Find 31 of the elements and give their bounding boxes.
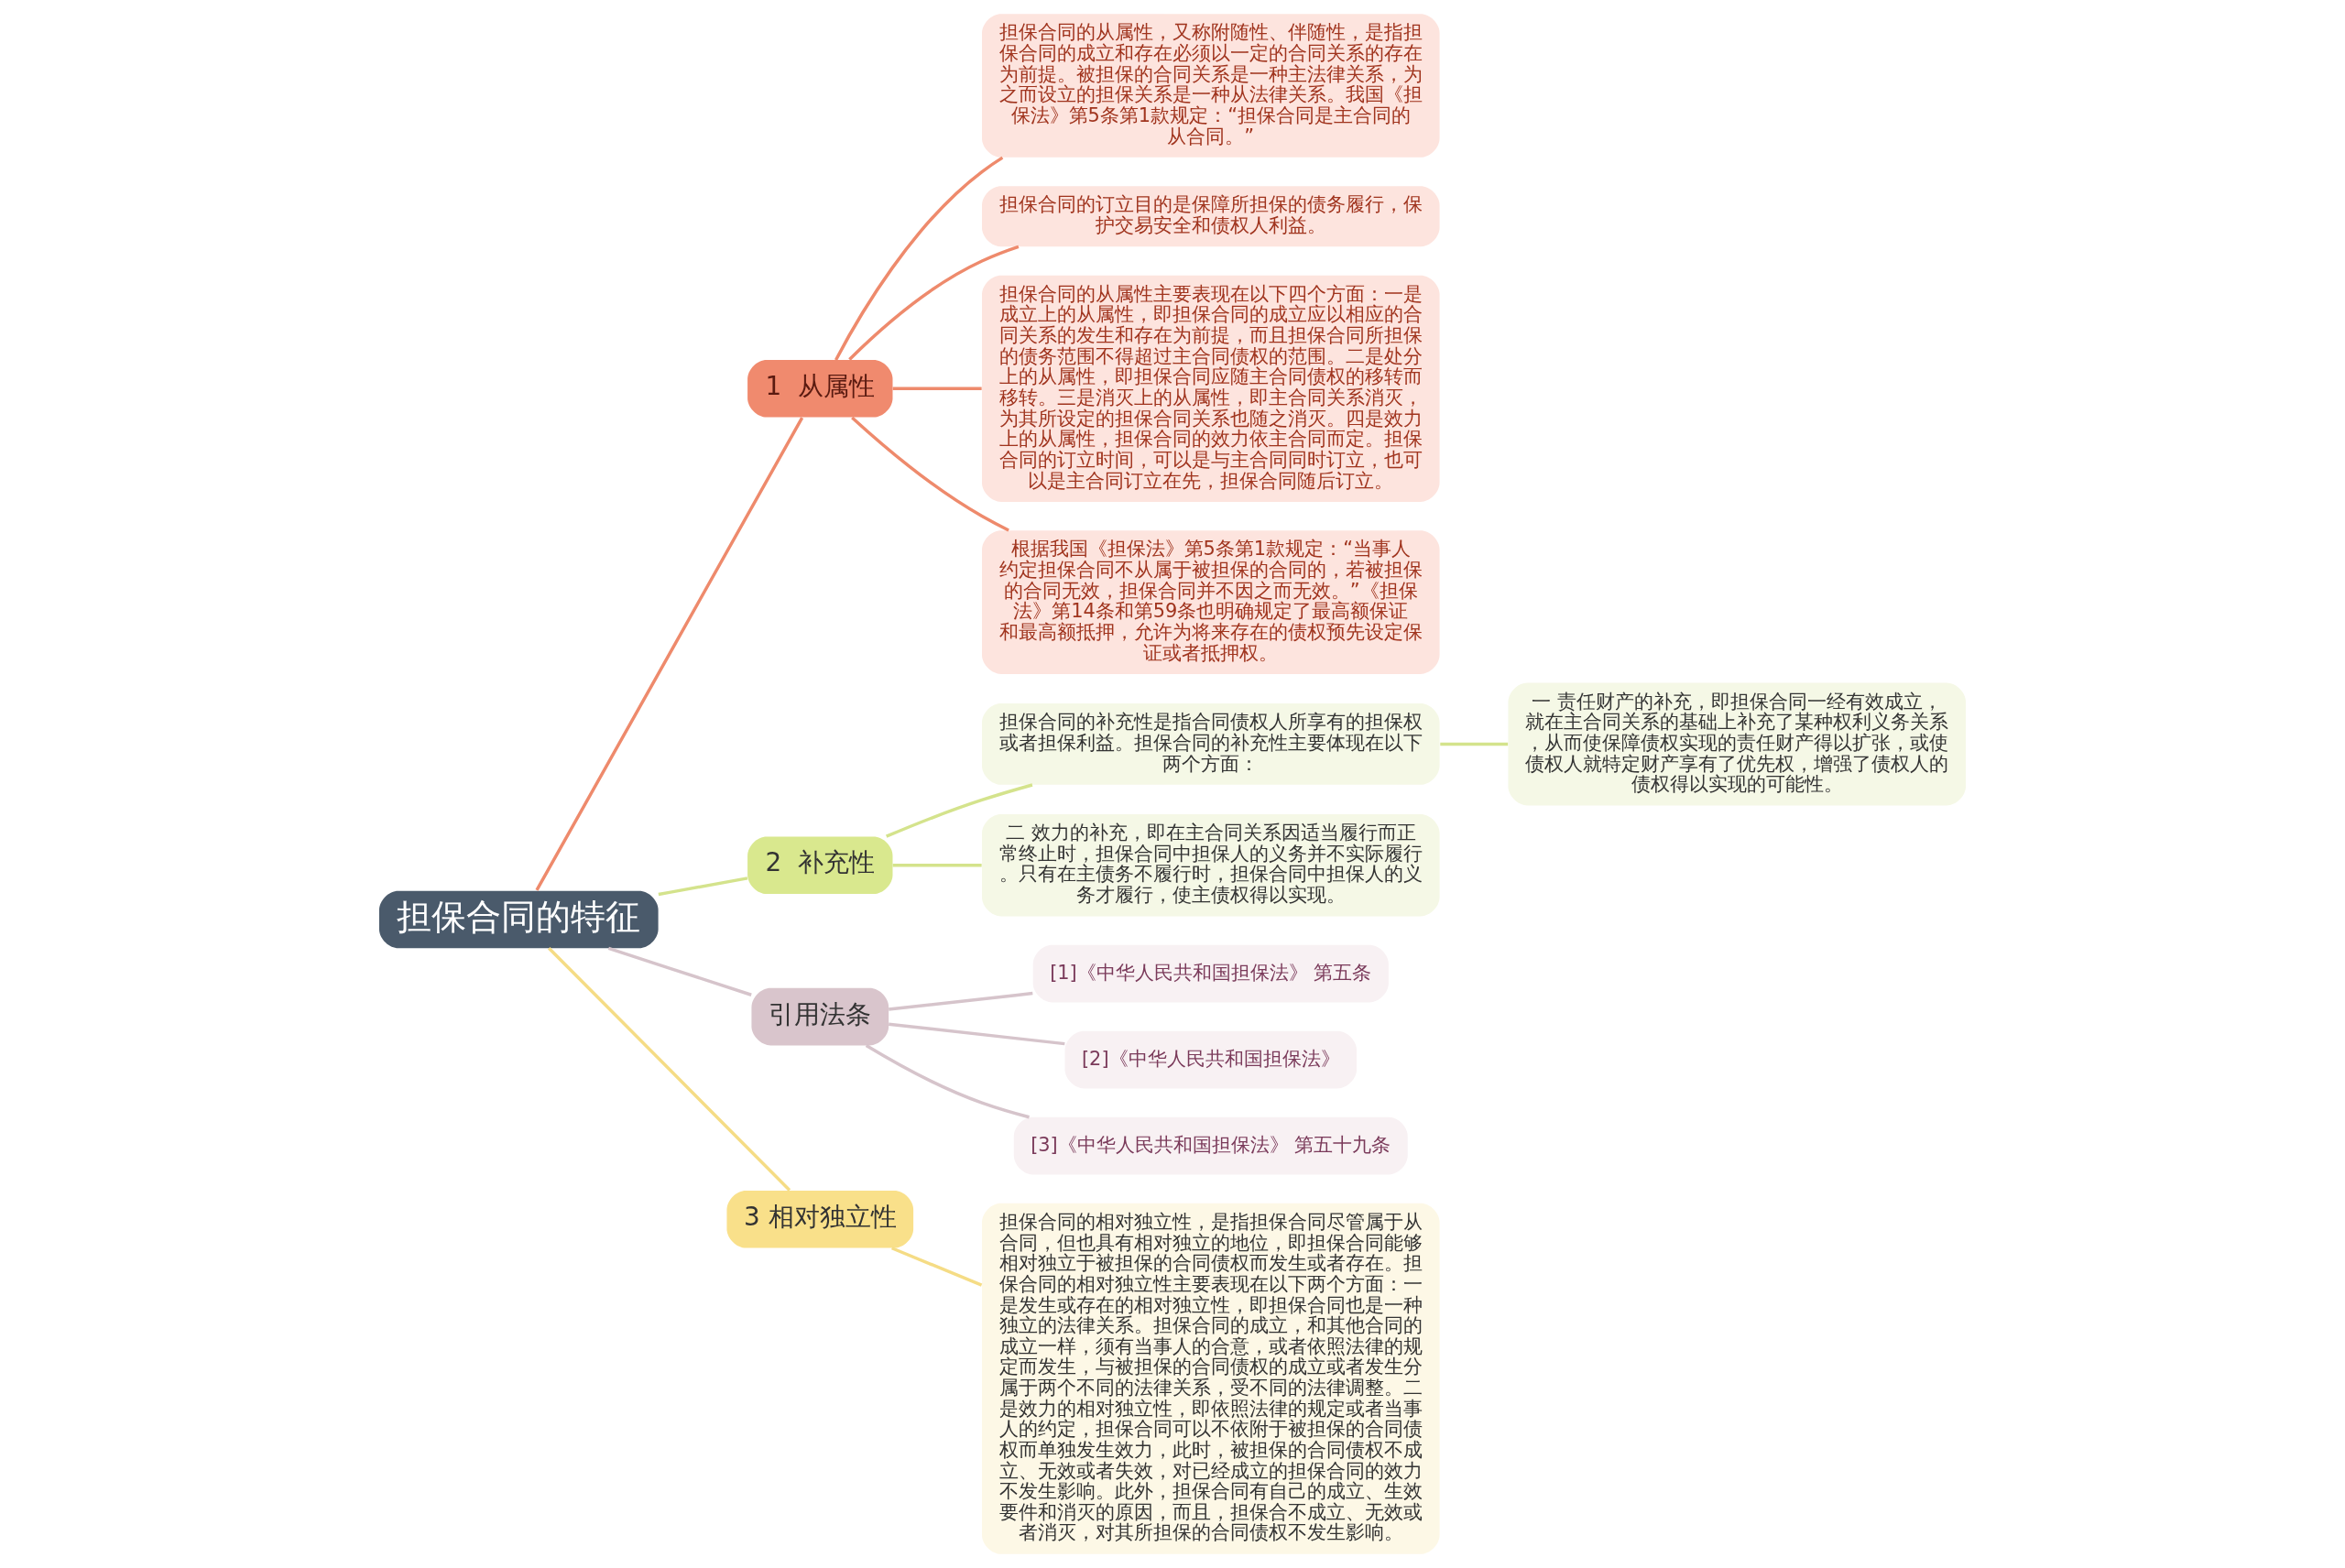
node-box: 根据我国《担保法》第5条第1款规定：“当事人约定担保合同不从属于被担保的合同的，若被担保的合同无效，担保合同并不因之而无效。”《担保法》第14条和第59条也明确规定了最高额保证和最高额抵押，允许为将来存在的债权预先设定保证或者抵押权。 [982, 530, 1440, 674]
connector [1440, 742, 1509, 746]
connector [865, 1044, 1030, 1119]
connector [889, 991, 1033, 1011]
connector [834, 156, 1004, 361]
node-box: 引用法条 [751, 987, 889, 1046]
node-box: [3]《中华人民共和国担保法》 第五十九条 [1013, 1116, 1408, 1175]
connector [851, 416, 1009, 532]
node-box: 3 相对独立性 [726, 1190, 914, 1248]
node-box: [2]《中华人民共和国担保法》 [1064, 1030, 1358, 1089]
connector [658, 877, 748, 897]
connector [848, 245, 1020, 361]
connector [889, 1022, 1065, 1046]
node-box: 2 补充性 [747, 836, 893, 895]
node-box: 一 责任财产的补充，即担保合同一经有效成立，就在主合同关系的基础上补充了某种权利义务关系，从而使保障债权实现的责任财产得以扩张，或使债权人就特定财产享有了优先权，增强了债权人的债权得以实现的可能性。 [1508, 682, 1967, 806]
node-box: 担保合同的相对独立性，是指担保合同尽管属于从合同，但也具有相对独立的地位，即担保合同能够相对独立于被担保的合同债权而发生或者存在。担保合同的相对独立性主要表现在以下两个方面：一是发生或存在的相对独立性，即担保合同也是一种独立的法律关系。担保合同的成立，和其他合同的成立一样，须有当事人的合意，或者依照法律的规定而发生，与被担保的合同债权的成立或者发生分属于两个不同的法律关系，受不同的法律调整。二是效力的相对独立性，即依照法律的规定或者当事人的约定，担保合同可以不依附于被担保的合同债权而单独发生效力，此时，被担保的合同债权不成立、无效或者失效，对已经成立的担保合同的效力不发生影响。此外，担保合同有自己的成立、生效要件和消灭的原因，而且，担保合不成立、无效或者消灭，对其所担保的合同债权不发生影响。 [982, 1203, 1440, 1554]
connector [607, 946, 752, 996]
node-box: 1 从属性 [747, 359, 893, 418]
connector [890, 1247, 983, 1287]
connector [892, 387, 982, 391]
node-box: [1]《中华人民共和国担保法》 第五条 [1032, 944, 1389, 1003]
node-box: 担保合同的补充性是指合同债权人所享有的担保权或者担保利益。担保合同的补充性主要体现在以下两个方面： [982, 703, 1440, 785]
connector [535, 417, 804, 891]
connector [885, 783, 1033, 838]
node-box: 担保合同的从属性主要表现在以下四个方面：一是成立上的从属性，即担保合同的成立应以相应的合同关系的发生和存在为前提，而且担保合同所担保的债务范围不得超过主合同债权的范围。二是处分上的从属性，即担保合同应随主合同债权的移转而移转。三是消灭上的从属性，即主合同关系消灭，为其所设定的担保合同关系也随之消灭。四是效力上的从属性，担保合同的效力依主合同而定。担保合同的订立时间，可以是与主合同同时订立，也可以是主合同订立在先，担保合同随后订立。 [982, 275, 1440, 502]
node-box: 担保合同的订立目的是保障所担保的债务履行，保护交易安全和债权人利益。 [982, 186, 1440, 247]
node-box: 担保合同的特征 [378, 890, 659, 949]
connector [548, 947, 791, 1192]
connector [892, 864, 982, 867]
node-box: 二 效力的补充，即在主合同关系因适当履行而正常终止时，担保合同中担保人的义务并不实际履行。只有在主债务不履行时，担保合同中担保人的义务才履行，使主债权得以实现。 [982, 814, 1440, 917]
node-box: 担保合同的从属性，又称附随性、伴随性，是指担保合同的成立和存在必须以一定的合同关系的存在为前提。被担保的合同关系是一种主法律关系，为之而设立的担保关系是一种从法律关系。我国《担保法》第5条第1款规定：“担保合同是主合同的从合同。” [982, 14, 1440, 158]
